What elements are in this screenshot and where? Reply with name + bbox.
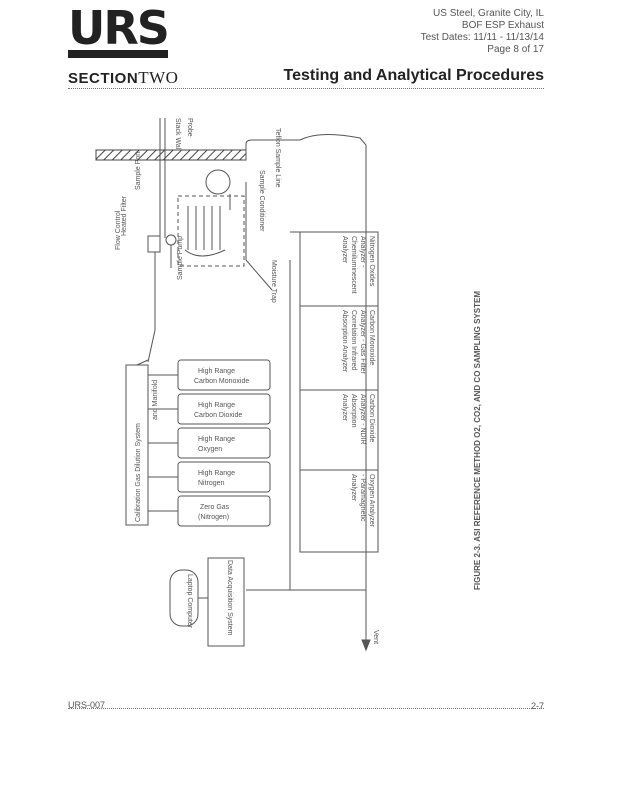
- analyzer-nox: Nitrogen Oxides Analyzer - Chemiluminesc…: [341, 236, 375, 294]
- analyzer-co2-l2: Analyzer - NDIR: [359, 394, 366, 445]
- cylinder-co2-line1: High Range: [198, 402, 235, 409]
- footer-left: URS-007: [68, 700, 106, 710]
- page-number: 2-7: [530, 701, 544, 711]
- analyzer-o2: Oxygen Analyzer - Paramagnetic Analyzer: [350, 474, 375, 528]
- cylinder-zero: [177, 495, 271, 527]
- analyzer-nox-l3: Chemiluminescent: [350, 236, 357, 294]
- cylinder-co-line2: Carbon Monoxide: [194, 378, 249, 385]
- analyzer-nox-l2: Analyzer -: [359, 236, 366, 268]
- label-flow-control: Flow Control: [115, 210, 122, 250]
- label-heated-filter: Heated Filter: [121, 195, 128, 236]
- cylinder-n2-line1: High Range: [198, 470, 235, 477]
- heated-filter: [147, 235, 161, 253]
- label-cal-sub: and Manifold: [152, 380, 159, 420]
- analyzer-o2-l1: Oxygen Analyzer: [368, 474, 375, 528]
- header-line-2: BOF ESP Exhaust: [461, 20, 544, 31]
- cylinder-o2: [177, 427, 271, 459]
- cylinder-co2: [177, 393, 271, 425]
- analyzer-co: Carbon Monoxide Analyzer - Gas Filter Co…: [341, 310, 375, 374]
- cylinder-zero-line1: Zero Gas: [200, 504, 230, 511]
- header-line-3: Test Dates: 11/11 - 11/13/14: [420, 32, 544, 43]
- label-moisture-trap: Moisture Trap: [270, 260, 277, 303]
- section-title: Testing and Analytical Procedures: [283, 67, 544, 84]
- figure-caption: FIGURE 2-3. ASI REFERENCE METHOD O2, CO2…: [473, 291, 482, 590]
- analyzer-nox-l1: Nitrogen Oxides: [368, 236, 375, 287]
- analyzer-co-l1: Carbon Monoxide: [368, 310, 375, 365]
- analyzer-co-l2: Analyzer - Gas Filter: [359, 310, 366, 374]
- sample-conditioner: [205, 169, 231, 195]
- cylinder-zero-line2: (Nitrogen): [198, 514, 229, 521]
- sample-pump: [165, 234, 177, 246]
- analyzer-co2-l1: Carbon Dioxide: [368, 394, 375, 442]
- gas-cylinders: [148, 359, 271, 527]
- label-probe: Probe: [186, 118, 193, 137]
- header-line-1: US Steel, Granite City, IL: [433, 8, 544, 19]
- analyzer-nox-l4: Analyzer: [341, 236, 348, 264]
- section-number: TWO: [138, 68, 179, 87]
- section-heading: SECTIONTWO: [68, 68, 178, 88]
- cylinder-co-line1: High Range: [198, 368, 235, 375]
- company-logo: URS: [68, 1, 170, 60]
- moisture-trap: [177, 195, 245, 267]
- label-sample-conditioner: Sample Conditioner: [258, 170, 265, 232]
- label-sample-port: Sample Port: [135, 151, 142, 190]
- cylinder-n2-line2: Nitrogen: [198, 480, 225, 487]
- cylinder-n2: [177, 461, 271, 493]
- analyzer-co2-l4: Analyzer: [341, 394, 348, 422]
- footer-rule: [68, 708, 544, 709]
- label-sample-pump: Sample Pump: [177, 236, 184, 280]
- teflon-sample-line: [245, 134, 367, 640]
- header-rule: [68, 88, 544, 89]
- analyzer-o2-l3: Analyzer: [350, 474, 357, 502]
- label-teflon-line: Teflon Sample Line: [274, 128, 281, 188]
- header-line-4: Page 8 of 17: [487, 44, 544, 55]
- label-computer: Laptop Computer: [186, 574, 193, 629]
- analyzer-o2-l2: - Paramagnetic: [359, 474, 366, 522]
- label-vent: Vent: [372, 630, 379, 644]
- analyzer-group: [299, 231, 379, 553]
- logo-strip: [68, 50, 168, 58]
- logo-text: URS: [68, 1, 170, 55]
- analyzer-co-l3: Correlation Infrared: [350, 310, 357, 370]
- label-stack-wall: Stack Wall: [174, 118, 181, 151]
- analyzer-co-l4: Absorption Analyzer: [341, 310, 348, 373]
- analyzer-co2: Carbon Dioxide Analyzer - NDIR Absorptio…: [341, 394, 375, 445]
- data-acquisition-box: [207, 557, 245, 647]
- analyzer-co2-l3: Absorption: [350, 394, 357, 428]
- cylinder-o2-line2: Oxygen: [198, 446, 222, 453]
- label-data-logger: Data Acquisition System: [226, 560, 233, 636]
- cylinder-co: [177, 359, 271, 391]
- section-label: SECTION: [68, 70, 139, 87]
- stack-wall: [95, 149, 247, 161]
- vent-arrow: [361, 639, 371, 652]
- label-calibration-system: Calibration Gas Dilution System: [135, 423, 142, 522]
- cylinder-co2-line2: Carbon Dioxide: [194, 412, 242, 419]
- cylinder-o2-line1: High Range: [198, 436, 235, 443]
